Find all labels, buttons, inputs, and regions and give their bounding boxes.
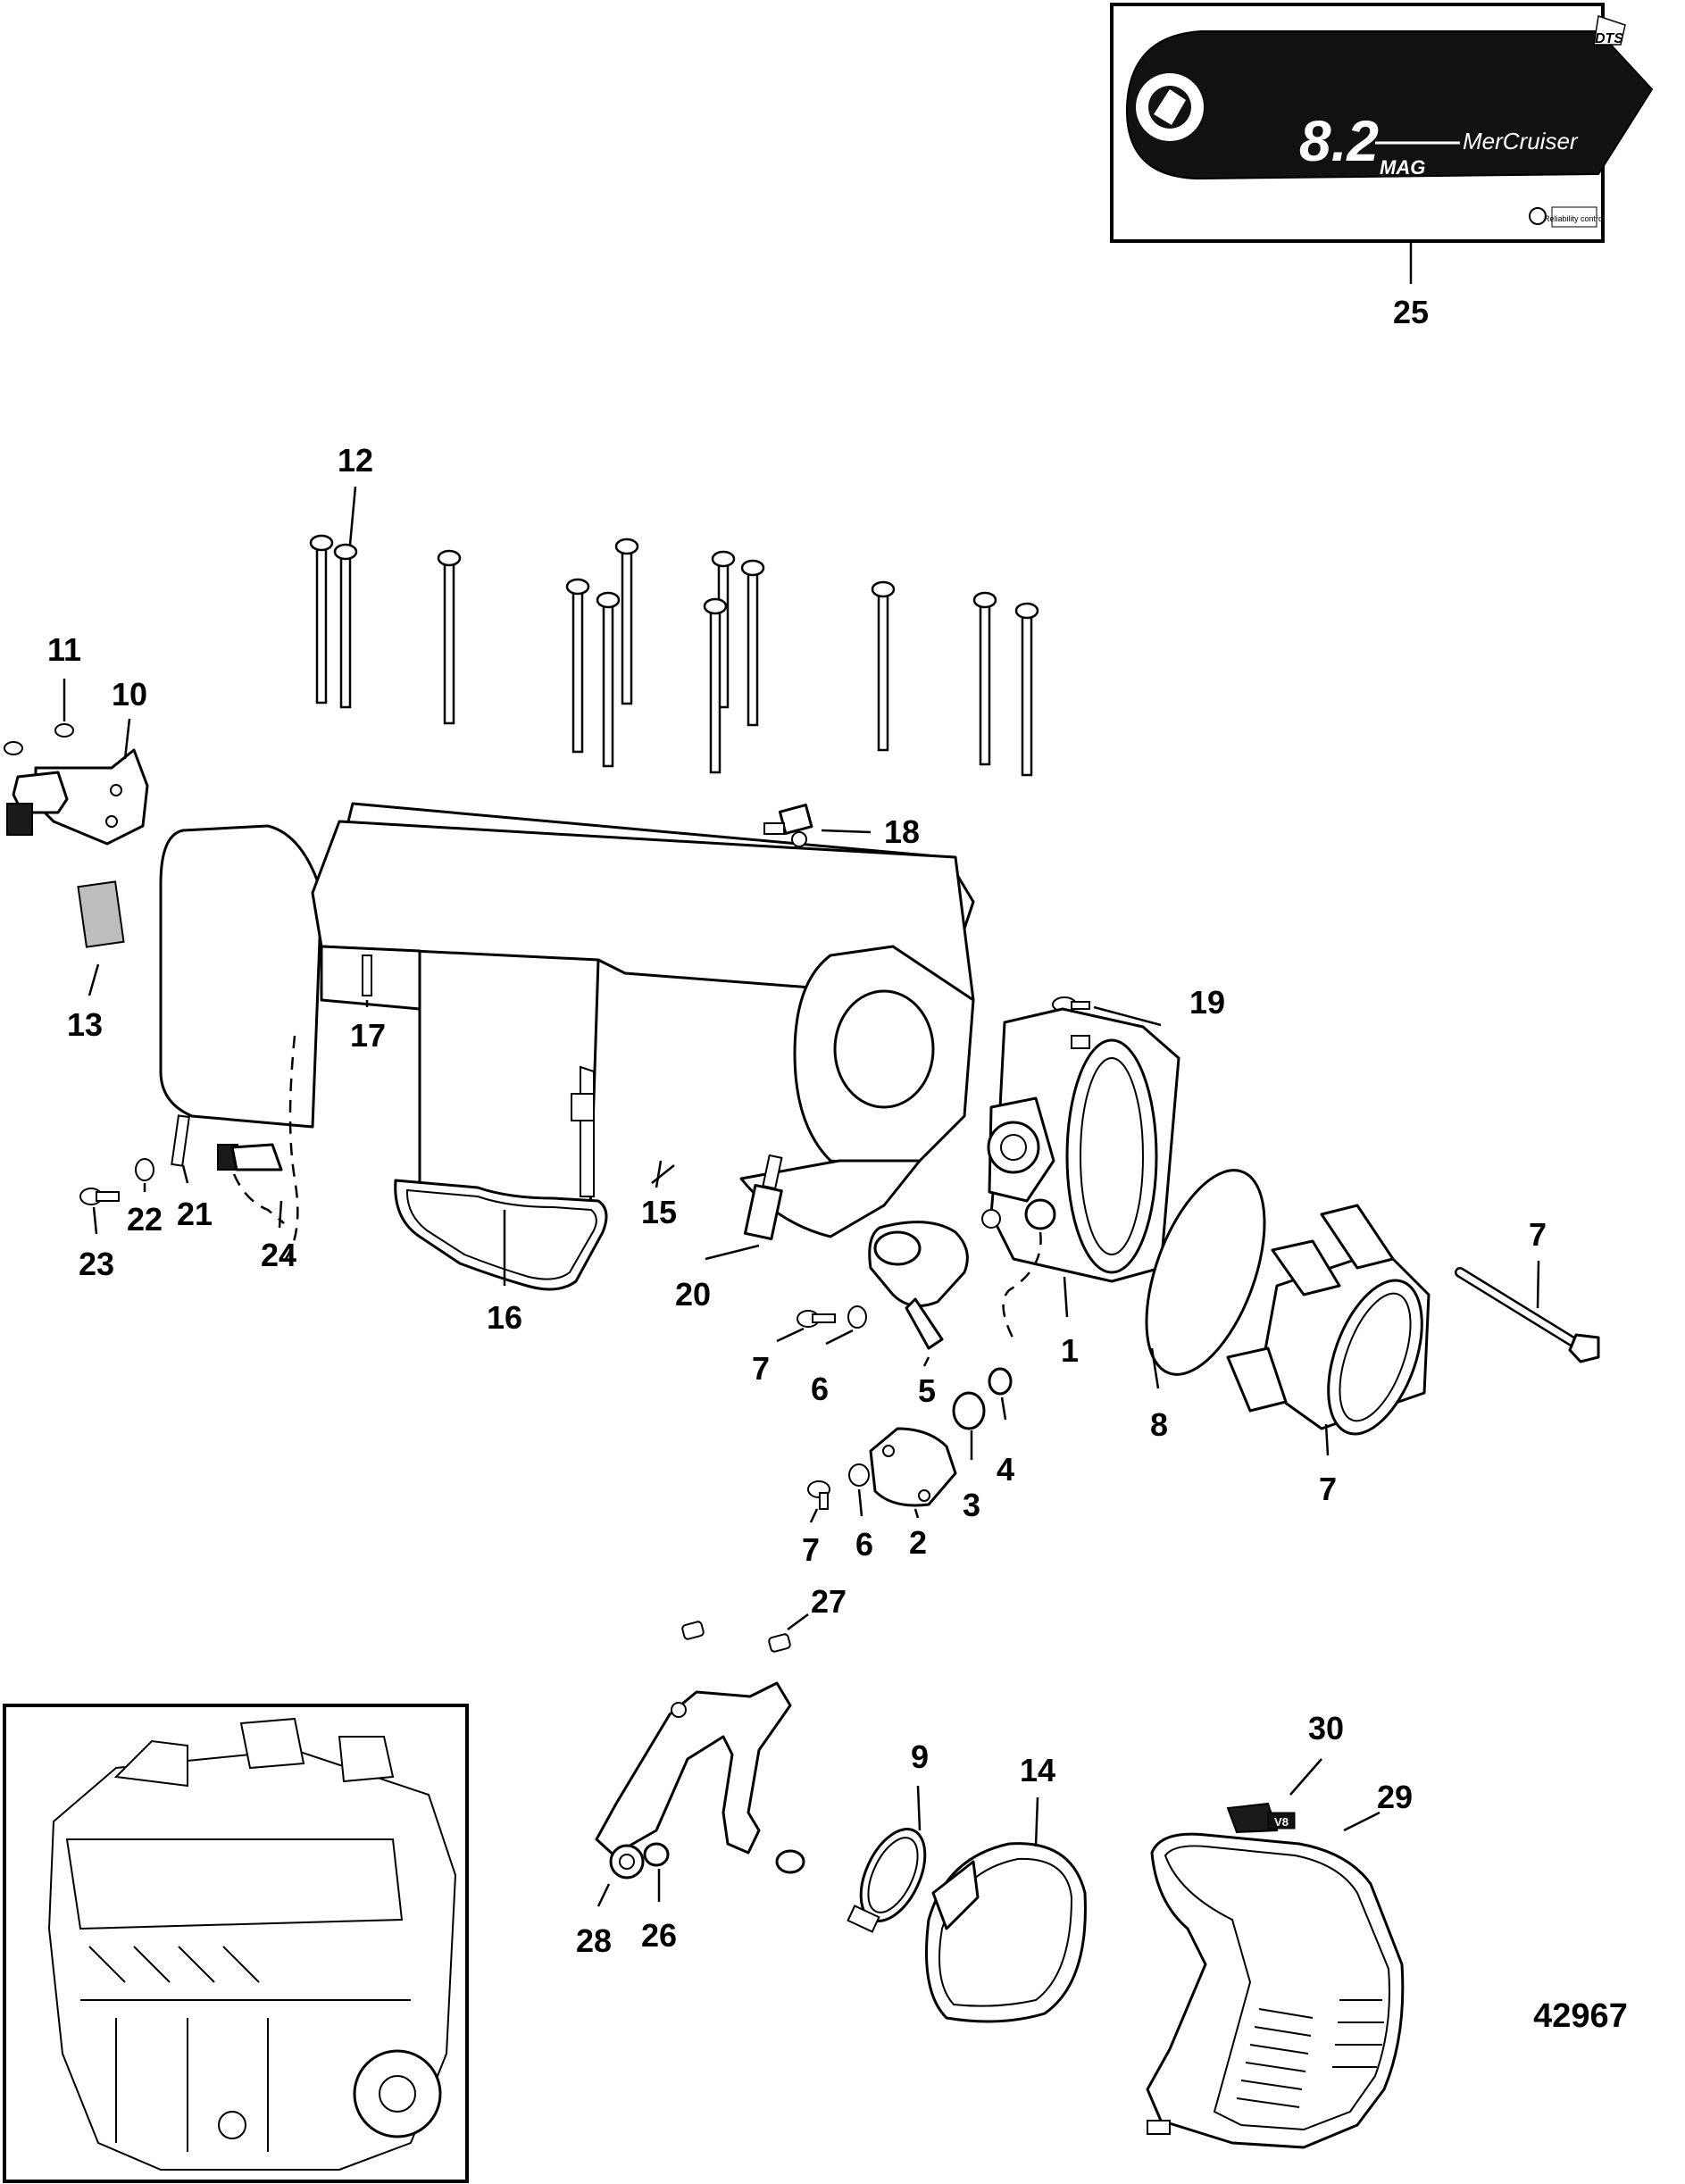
bolt-8: [1455, 1267, 1600, 1363]
washer-6-lower: [848, 1463, 870, 1487]
callout-1: 1: [1061, 1332, 1079, 1369]
v8-badge-32: V8: [1226, 1802, 1296, 1834]
callout-7a: 7: [752, 1350, 770, 1387]
sensor-block: [77, 880, 125, 948]
pressure-sensor-22: [744, 1154, 783, 1241]
engine-cover-31: [1146, 1832, 1405, 2149]
throttle-body: [981, 1007, 1180, 1340]
callout-10: 8: [1150, 1406, 1168, 1443]
screw-7-upper: [797, 1310, 836, 1328]
iac-valve: [4, 723, 149, 846]
cover-plate-2: [869, 1427, 957, 1507]
intake-manifold: [159, 802, 975, 1260]
callout-3: 3: [963, 1487, 980, 1523]
bracket-23: [171, 1114, 190, 1167]
decal-panel: 8.2 MAG MerCruiser DTS Reliability contr…: [1110, 3, 1654, 243]
bolt-25: [79, 1188, 120, 1205]
ring-3: [952, 1391, 986, 1430]
callout-6a: 6: [811, 1371, 829, 1407]
callout-6b: 6: [855, 1526, 873, 1563]
callout-20: 18: [884, 813, 920, 850]
adapter-9: [1226, 1204, 1431, 1436]
decal-footer-mark: Reliability control: [1544, 214, 1605, 223]
decal-model: 8.2: [1299, 109, 1379, 173]
screw-7-lower: [807, 1480, 830, 1510]
flame-arrestor-16: [925, 1842, 1087, 2023]
bolts-group: [309, 534, 1039, 777]
svg-text:V8: V8: [1274, 1815, 1289, 1829]
gasket-18: [394, 1179, 608, 1291]
callout-24: 22: [127, 1201, 163, 1238]
callout-13: 11: [47, 631, 81, 668]
callout-4: 4: [997, 1451, 1014, 1488]
callout-16: 14: [1020, 1752, 1055, 1788]
callout-21: 19: [1189, 984, 1225, 1021]
dts-badge: DTS: [1593, 15, 1626, 46]
callout-25: 23: [79, 1246, 114, 1282]
callout-27: 25: [1393, 294, 1429, 330]
engine-reference-box: [3, 1704, 469, 2183]
callout-18: 16: [487, 1299, 522, 1336]
callout-9: 7: [1319, 1471, 1337, 1507]
callout-29: 27: [811, 1583, 847, 1620]
svg-text:DTS: DTS: [1595, 31, 1623, 46]
callout-15: 13: [67, 1006, 103, 1043]
callout-19: 17: [350, 1017, 386, 1054]
temp-sensor: [763, 804, 813, 847]
callout-2: 2: [909, 1524, 927, 1561]
callout-26: 24: [261, 1237, 296, 1273]
control-mark-icon: [1529, 207, 1547, 225]
bracket-30: [595, 1681, 792, 1880]
tps-sensor: [868, 1221, 969, 1350]
callout-12: 10: [112, 676, 147, 713]
callout-17: 15: [641, 1194, 677, 1230]
callout-31: 29: [1377, 1779, 1413, 1815]
o-ring-10: [1145, 1169, 1266, 1376]
callout-7b: 7: [802, 1531, 820, 1568]
decal-submodel: MAG: [1380, 156, 1425, 179]
callout-30: 28: [576, 1922, 612, 1959]
crank-sensor-26: [217, 1143, 285, 1224]
figure-number: 42967: [1533, 1997, 1628, 2035]
callout-11: 9: [911, 1738, 929, 1775]
washer-24: [135, 1158, 154, 1181]
clamp-11: [847, 1828, 927, 1933]
bushing: [775, 1849, 805, 1874]
callout-14: 12: [338, 442, 373, 479]
callout-28: 26: [641, 1917, 677, 1954]
ring-4: [988, 1367, 1013, 1396]
callout-32: 30: [1308, 1710, 1344, 1746]
decal-brand: MerCruiser: [1463, 128, 1579, 154]
callout-8: 7: [1529, 1216, 1547, 1253]
washer-6-upper: [847, 1305, 867, 1329]
callout-5: 5: [918, 1372, 936, 1409]
callout-23: 21: [177, 1196, 213, 1232]
grommet-28: [643, 1842, 670, 1867]
callout-22: 20: [675, 1276, 711, 1313]
nuts-29: [681, 1621, 791, 1653]
